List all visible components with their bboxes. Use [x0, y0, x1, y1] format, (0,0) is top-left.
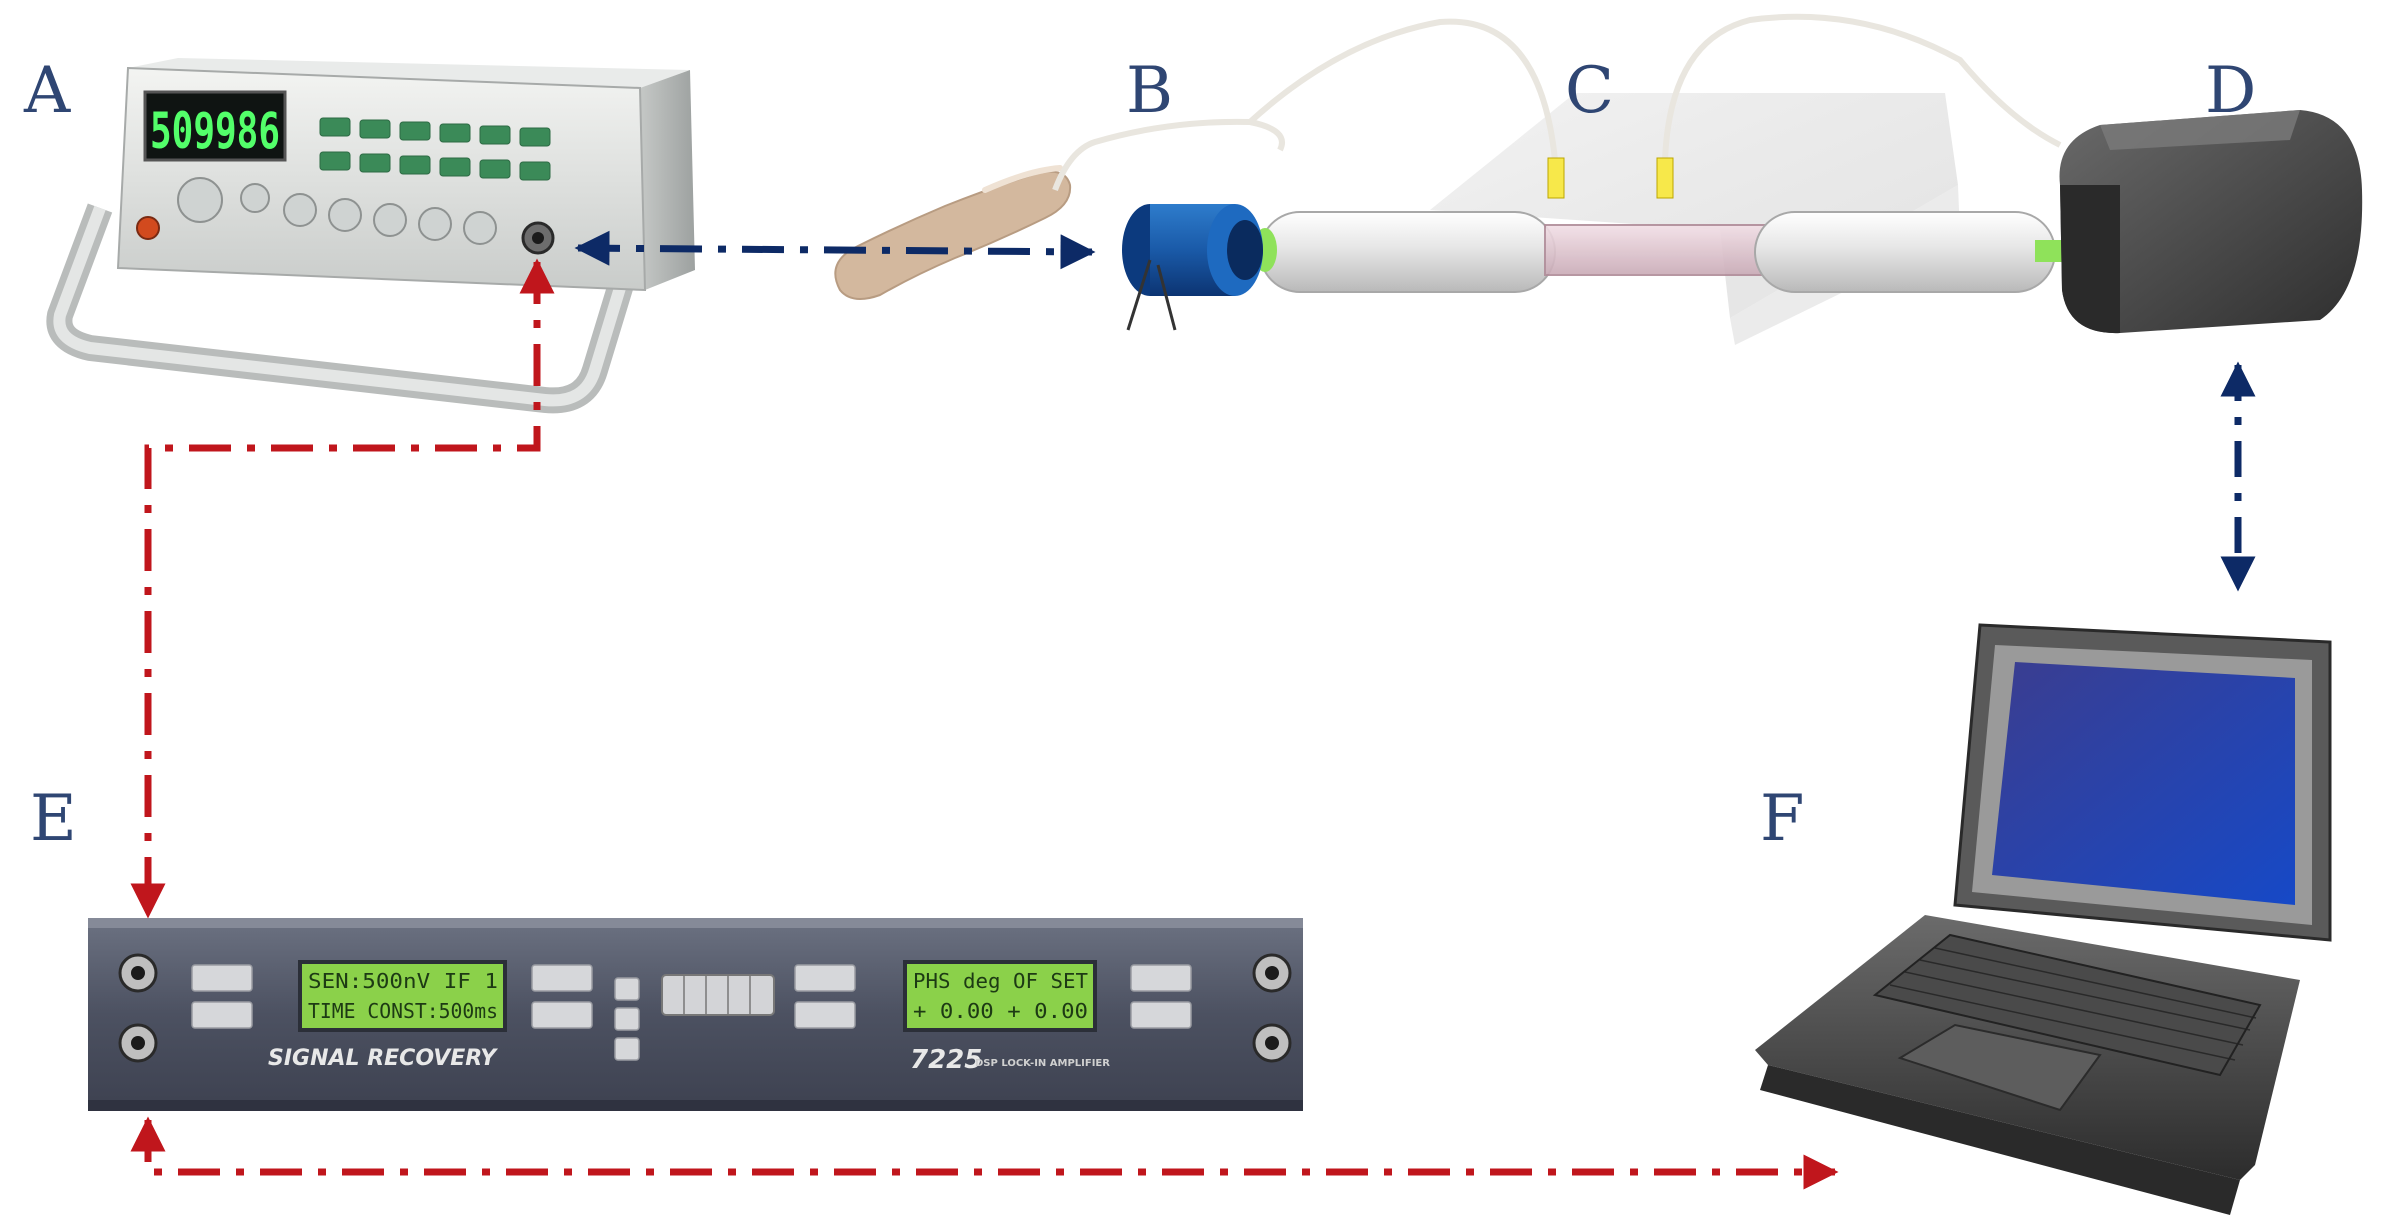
detector-unit	[2059, 110, 2363, 334]
label-e: E	[30, 782, 77, 856]
valve	[1547, 157, 1565, 199]
label-c: C	[1565, 54, 1614, 128]
laptop-screen	[1992, 662, 2295, 905]
laptop-computer	[1755, 623, 2332, 1215]
lcd1-line2: TIME CONST:500ms	[308, 999, 498, 1023]
link-generator-to-sample	[574, 230, 1096, 270]
link-generator-reference-to-lockin	[130, 258, 555, 919]
valve	[1656, 157, 1674, 199]
tubing-wire	[1247, 18, 1558, 161]
model-label: 7225	[910, 1045, 982, 1075]
generator-buttons	[319, 117, 551, 181]
tubing-wire	[1662, 13, 2062, 161]
lock-in-amplifier: SEN:500nV IF 1 TIME CONST:500ms PHS deg …	[88, 918, 1303, 1111]
label-b: B	[1126, 54, 1173, 128]
model-description: DSP LOCK-IN AMPLIFIER	[975, 1058, 1110, 1069]
generator-knobs	[177, 177, 497, 245]
lcd2-line2: + 0.00 + 0.00	[913, 999, 1088, 1023]
brand-label: SIGNAL RECOVERY	[268, 1046, 498, 1071]
lcd1-line1: SEN:500nV IF 1	[308, 969, 498, 993]
generator-display: 509986	[150, 102, 280, 160]
tube-assembly	[1122, 13, 2080, 345]
link-lockin-to-laptop	[130, 1116, 1839, 1190]
label-f: F	[1760, 782, 1804, 856]
panel-buttons	[191, 964, 1192, 1061]
lcd2-line1: PHS deg OF SET	[913, 969, 1088, 993]
label-a: A	[23, 54, 71, 128]
function-generator: 509986	[46, 58, 695, 414]
label-d: D	[2205, 54, 2256, 128]
